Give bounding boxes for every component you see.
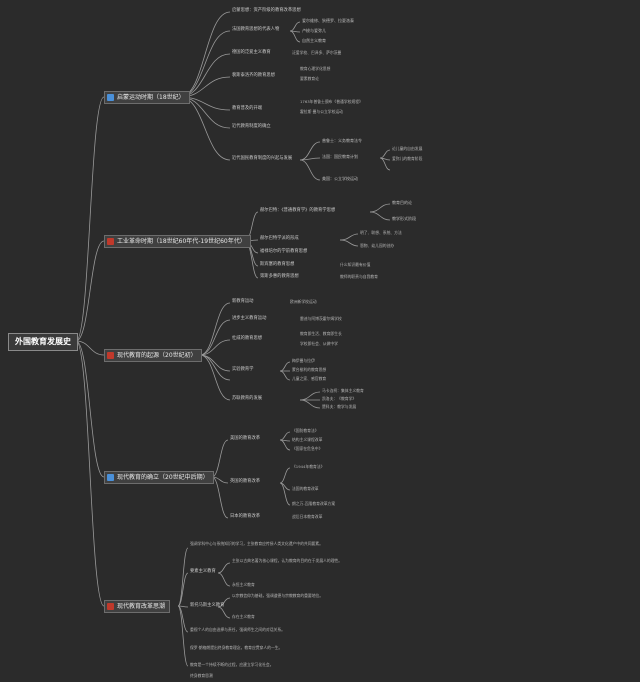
subtopic[interactable]: 近代教育制度的确立 bbox=[232, 124, 271, 129]
branch-label: 现代教育的起源（20世纪初） bbox=[117, 351, 197, 359]
branch-label: 现代教育的确立（20世纪中后期） bbox=[117, 473, 209, 481]
leaf[interactable]: 教学形式阶段 bbox=[392, 216, 416, 221]
root-topic[interactable]: 外国教育发展史 bbox=[8, 333, 78, 351]
leaf[interactable]: 欧洲新学校运动 bbox=[290, 299, 317, 304]
leaf[interactable]: 终身教育思潮 bbox=[190, 673, 213, 678]
subtopic[interactable]: 赫尔巴特：《普通教育学》的教育学思想 bbox=[260, 208, 336, 213]
leaf[interactable]: 蒙台梭利的教育思想 bbox=[292, 367, 327, 372]
leaf[interactable]: 爱尔维修、狄德罗、拉夏洛泰 bbox=[302, 18, 354, 23]
subtopic[interactable]: 要素主义教育 bbox=[190, 569, 216, 574]
leaf[interactable]: 凯洛夫：《教育学》 bbox=[322, 396, 357, 401]
leaf[interactable]: 法国：国民教育计划 bbox=[322, 154, 358, 159]
subtopic[interactable]: 斯宾塞的教育思想 bbox=[260, 262, 295, 267]
leaf[interactable]: 儿童之家、感官教育 bbox=[292, 376, 327, 381]
branch-modern-establishment[interactable]: 现代教育的确立（20世纪中后期） bbox=[104, 471, 214, 484]
paragraph[interactable]: 重视个人的自由选择与责任，强调师生之间的对话关系。 bbox=[190, 627, 285, 632]
red-square-icon bbox=[107, 238, 114, 245]
leaf[interactable]: 教育即生活、教育即生长 bbox=[300, 331, 342, 336]
branch-modern-origin[interactable]: 现代教育的起源（20世纪初） bbox=[104, 349, 202, 362]
subtopic[interactable]: 日本的教育改革 bbox=[230, 514, 261, 519]
subtopic[interactable]: 新教育运动 bbox=[232, 299, 254, 304]
branch-modern-reform[interactable]: 现代教育改革思潮 bbox=[104, 600, 171, 613]
red-square-icon bbox=[107, 603, 114, 610]
leaf[interactable]: 爱弥儿的教育阶段 bbox=[392, 156, 423, 161]
subtopic[interactable]: 赫尔巴特学派的形成 bbox=[260, 236, 299, 241]
leaf[interactable]: 卢梭与爱弥儿 bbox=[302, 28, 326, 33]
blue-square-icon bbox=[107, 94, 114, 101]
leaf[interactable]: 要素教育论 bbox=[300, 76, 319, 81]
subtopic[interactable]: 裴斯泰洛齐的教育思想 bbox=[232, 73, 275, 78]
branch-enlightenment[interactable]: 启蒙运动时期（18世纪） bbox=[104, 91, 190, 104]
leaf[interactable]: 赞科夫：教学与发展 bbox=[322, 404, 357, 409]
leaf[interactable]: 论儿童的自由发展 bbox=[392, 146, 423, 151]
branch-label: 启蒙运动时期（18世纪） bbox=[117, 93, 185, 101]
leaf[interactable]: 《国防教育法》 bbox=[292, 428, 319, 433]
leaf[interactable]: 朗之万-瓦隆教育改革方案 bbox=[292, 501, 336, 506]
red-square-icon bbox=[107, 352, 114, 359]
leaf[interactable]: 法国的教育改革 bbox=[292, 486, 319, 491]
subtopic[interactable]: 法国教育思想的代表人物 bbox=[232, 27, 280, 32]
subtopic[interactable]: 近代国民教育制度的兴起与发展 bbox=[232, 156, 293, 161]
paragraph[interactable]: 主张以古典名著为核心课程，认为教育的目的在于发展人的理性。 bbox=[232, 558, 343, 563]
paragraph[interactable]: 保罗·朗格朗提出终身教育理念，教育应贯穿人的一生。 bbox=[190, 645, 283, 650]
leaf[interactable]: 永恒主义教育 bbox=[232, 582, 255, 587]
subtopic[interactable]: 进步主义教育运动 bbox=[232, 316, 267, 321]
subtopic[interactable]: 英国的教育改革 bbox=[230, 479, 261, 484]
leaf[interactable]: 教育目的论 bbox=[392, 200, 412, 205]
leaf[interactable]: 什么知识最有价值 bbox=[340, 262, 371, 267]
subtopic[interactable]: 杜威的教育思想 bbox=[232, 336, 263, 341]
paragraph[interactable]: 以宗教信仰为基础，强调道德与宗教教育的重要地位。 bbox=[232, 593, 324, 598]
leaf[interactable]: 存在主义教育 bbox=[232, 614, 255, 619]
subtopic[interactable]: 启蒙思想：资产阶级的教育改革思想 bbox=[232, 8, 301, 13]
branch-label: 工业革命时期（18世纪60年代-19世纪60年代） bbox=[117, 237, 246, 245]
leaf[interactable]: 教育心理学化思想 bbox=[300, 66, 331, 71]
leaf[interactable]: 学校即社会、从做中学 bbox=[300, 341, 338, 346]
leaf[interactable]: 教师的职责与自我教育 bbox=[340, 274, 378, 279]
leaf[interactable]: 《国家在危急中》 bbox=[292, 446, 323, 451]
branch-label: 现代教育改革思潮 bbox=[117, 602, 166, 610]
leaf[interactable]: 普鲁士：义务教育法令 bbox=[322, 138, 362, 143]
leaf[interactable]: 自然主义教育 bbox=[302, 38, 326, 43]
branch-industrial-revolution[interactable]: 工业革命时期（18世纪60年代-19世纪60年代） bbox=[104, 235, 251, 248]
leaf[interactable]: 战后日本教育改革 bbox=[292, 514, 323, 519]
leaf[interactable]: 恩物、幼儿园的创办 bbox=[360, 243, 395, 248]
subtopic[interactable]: 苏联教育的发展 bbox=[232, 396, 263, 401]
subtopic[interactable]: 新托马斯主义教育 bbox=[190, 603, 225, 608]
leaf[interactable]: 《1944年教育法》 bbox=[292, 464, 325, 469]
leaf[interactable]: 1763年普鲁士颁布《普通学校规程》 bbox=[300, 99, 363, 104]
blue-square-icon bbox=[107, 474, 114, 481]
leaf[interactable]: 梅伊曼与拉伊 bbox=[292, 358, 315, 363]
leaf[interactable]: 马卡连柯：集体主义教育 bbox=[322, 388, 364, 393]
subtopic[interactable]: 福禄培尔的学前教育思想 bbox=[260, 249, 308, 254]
leaf[interactable]: 雷迪与阿博茨霍尔姆学校 bbox=[300, 316, 342, 321]
subtopic[interactable]: 实验教育学 bbox=[232, 367, 254, 372]
subtopic[interactable]: 美国的教育改革 bbox=[230, 436, 261, 441]
leaf[interactable]: 结构主义课程改革 bbox=[292, 437, 323, 442]
subtopic[interactable]: 教育普及的开端 bbox=[232, 106, 263, 111]
leaf[interactable]: 明了、联想、系统、方法 bbox=[360, 230, 402, 235]
leaf[interactable]: 泛爱学校、巴泽多、萨尔茨曼 bbox=[292, 50, 342, 55]
subtopic[interactable]: 第斯多惠的教育思想 bbox=[260, 274, 299, 279]
paragraph[interactable]: 强调学科中心与系统知识的学习，主张教育应传授人类文化遗产中的共同要素。 bbox=[190, 541, 323, 546]
subtopic[interactable]: 德国的泛爱主义教育 bbox=[232, 50, 271, 55]
paragraph[interactable]: 教育是一个持续不断的过程，应建立学习化社会。 bbox=[190, 662, 274, 667]
leaf[interactable]: 美国：公立学校运动 bbox=[322, 176, 358, 181]
leaf[interactable]: 霍拉斯·曼与公立学校运动 bbox=[300, 109, 343, 114]
